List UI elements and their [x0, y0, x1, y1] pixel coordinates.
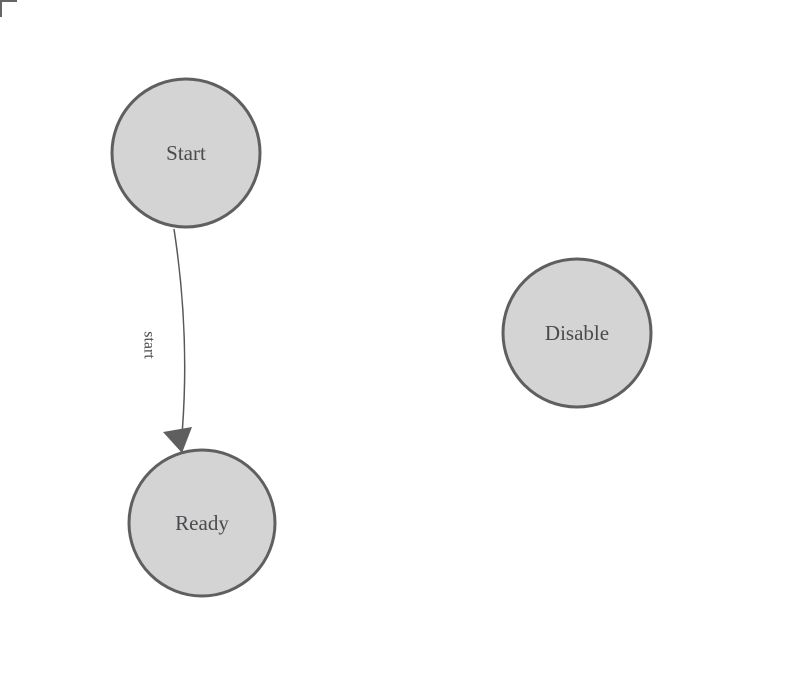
- edge-label: start: [141, 331, 158, 359]
- state-node-disable[interactable]: Disable: [501, 257, 653, 409]
- canvas-corner-mark: [0, 0, 17, 17]
- state-label: Start: [166, 141, 206, 165]
- state-label: Disable: [545, 321, 609, 345]
- state-node-start[interactable]: Start: [110, 77, 262, 229]
- state-circle[interactable]: [110, 77, 262, 229]
- state-label: Ready: [175, 511, 229, 535]
- state-node-ready[interactable]: Ready: [127, 448, 277, 598]
- state-circle[interactable]: [127, 448, 277, 598]
- edge-path[interactable]: [173, 228, 186, 447]
- state-circle[interactable]: [501, 257, 653, 409]
- edge-start-to-ready[interactable]: start: [141, 228, 193, 453]
- arrowhead-icon: [163, 427, 192, 453]
